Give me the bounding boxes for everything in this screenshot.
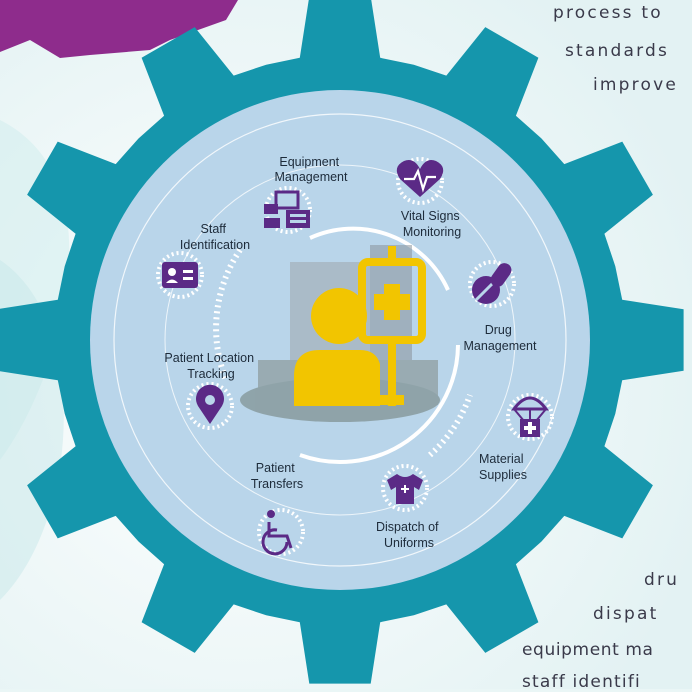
ring-arc-dashed: [427, 393, 473, 458]
body-text-line: standards: [565, 41, 670, 61]
parachute-supply-icon: [506, 393, 554, 441]
body-text-line: staff identifi: [522, 672, 641, 692]
body-text-line: improve: [593, 75, 679, 95]
computer-equipment-icon: [264, 186, 312, 234]
pill-icon: [468, 260, 516, 308]
heart-monitor-icon: [396, 157, 444, 205]
body-text-line: dispat: [593, 604, 659, 624]
magenta-gear-fragment: [0, 0, 238, 58]
module-label-staff: Staff Identification: [180, 222, 250, 252]
ring-middle: [164, 164, 516, 516]
module-label-location: Patient Location Tracking: [164, 351, 257, 381]
module-label-material: Material Supplies: [479, 452, 527, 482]
tshirt-icon: [381, 464, 429, 512]
patient-iv-drip-icon: [294, 246, 426, 406]
module-label-uniforms: Dispatch of Uniforms: [376, 520, 442, 550]
wheelchair-icon: [257, 508, 305, 556]
ring-arc-dashed: [213, 248, 243, 382]
module-label-vital-signs: Vital Signs Monitoring: [401, 209, 463, 239]
module-label-transfers: Patient Transfers: [251, 461, 303, 491]
ring-outer: [113, 113, 567, 567]
ring-arc-solid: [309, 226, 450, 291]
body-text-line: dru: [644, 570, 680, 590]
id-card-icon: [156, 251, 204, 299]
location-pin-icon: [186, 382, 234, 430]
module-label-drug: Drug Management: [464, 323, 537, 353]
ring-arc-solid: [299, 344, 460, 464]
body-text-line: equipment ma: [522, 640, 654, 660]
body-text-line: process to: [553, 3, 663, 23]
module-label-equipment: Equipment Management: [275, 155, 348, 184]
